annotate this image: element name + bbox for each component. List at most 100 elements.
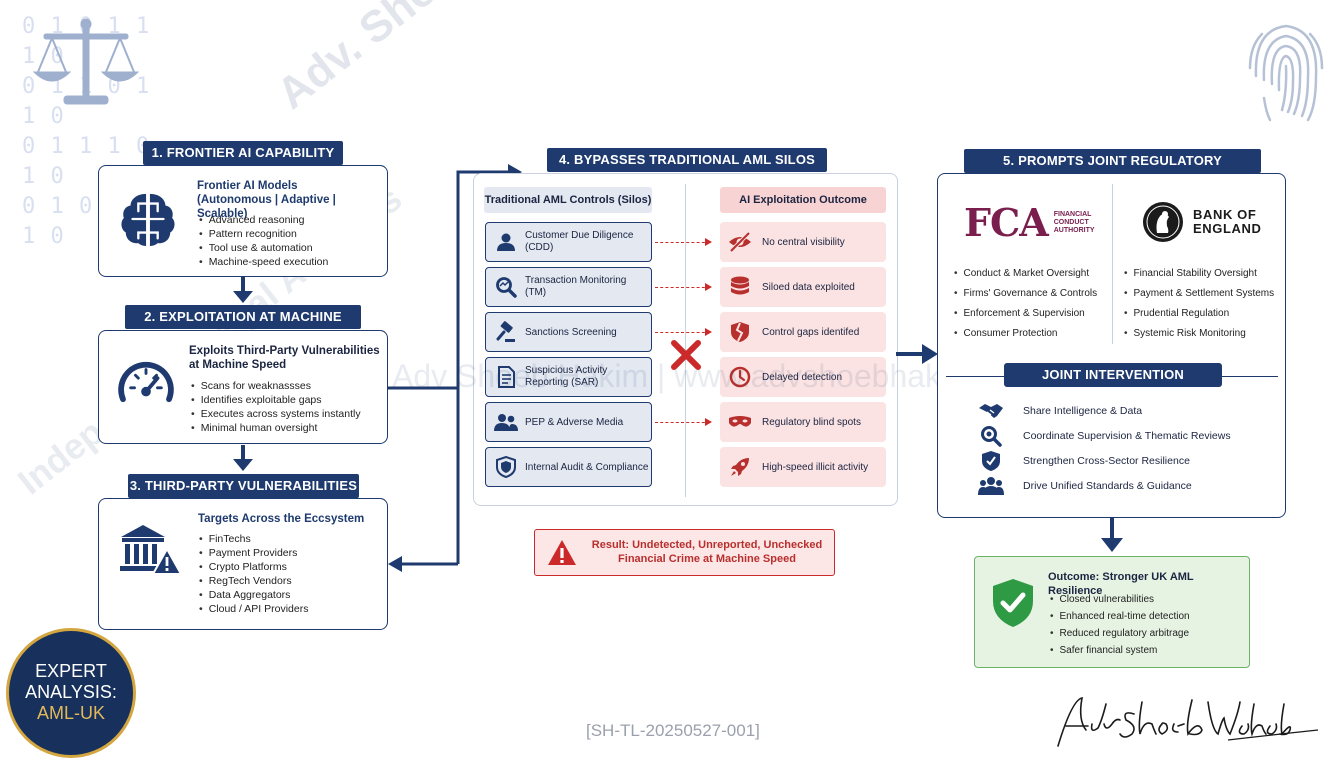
joint-item: Share Intelligence & Data: [978, 400, 1142, 422]
list-item: Machine-speed execution: [199, 255, 329, 269]
control-tm: Transaction Monitoring (TM): [485, 267, 652, 307]
boe-logo: BANK OF ENGLAND: [1142, 201, 1261, 243]
arrow-down: [233, 277, 253, 303]
expert-badge: EXPERT ANALYSIS: AML-UK: [6, 628, 136, 758]
outcome-item: High-speed illicit activity: [720, 447, 886, 487]
people-icon: [978, 476, 1004, 496]
list-item: Payment & Settlement Systems: [1124, 284, 1275, 304]
bank-warning-icon: [120, 525, 183, 575]
result-text: Result: Undetected, Unreported, Unchecke…: [591, 539, 823, 565]
boe-bullets: Financial Stability Oversight Payment & …: [1124, 264, 1275, 344]
mask-icon: [728, 410, 752, 434]
section5-header: 5. PROMPTS JOINT REGULATORY INTERVENTION: [964, 149, 1261, 192]
gavel-icon: [494, 320, 518, 344]
dashed-arrow: [655, 328, 712, 336]
control-label: PEP & Adverse Media: [525, 416, 624, 428]
list-item: Safer financial system: [1050, 642, 1190, 659]
list-item: Minimal human oversight: [191, 421, 361, 435]
warning-icon: [548, 540, 576, 565]
fca-logo-text: FCA: [964, 200, 1049, 245]
database-icon: [728, 275, 752, 299]
badge-line: EXPERT: [35, 661, 107, 681]
section1-box: Frontier AI Models (Autonomous | Adaptiv…: [98, 165, 388, 277]
scales-of-justice-icon: [32, 18, 140, 105]
section5-box: FCA FINANCIAL CONDUCT AUTHORITY Conduct …: [937, 173, 1286, 518]
section1-header: 1. FRONTIER AI CAPABILITY: [143, 141, 343, 165]
list-item: Data Aggregators: [199, 588, 308, 602]
outcome-label: Siloed data exploited: [762, 281, 855, 293]
outcome-label: Control gaps identifed: [762, 326, 860, 338]
list-item: Crypto Platforms: [199, 560, 308, 574]
list-item: Reduced regulatory arbitrage: [1050, 625, 1190, 642]
arrow-down: [1101, 518, 1123, 552]
list-item: Prudential Regulation: [1124, 304, 1274, 324]
signature: [1057, 696, 1319, 747]
list-item: Consumer Protection: [954, 324, 1097, 344]
control-label: Internal Audit & Compliance: [525, 461, 649, 473]
magnifier-icon: [494, 275, 518, 299]
section3-bullets: FinTechs Payment Providers Crypto Platfo…: [199, 532, 309, 616]
fca-bullets: Conduct & Market Oversight Firms' Govern…: [954, 264, 1098, 344]
outcome-item: Regulatory blind spots: [720, 402, 886, 442]
badge-line: ANALYSIS:: [25, 682, 117, 702]
outcome-label: Delayed detection: [762, 371, 843, 383]
list-item: Cloud / API Providers: [199, 602, 309, 616]
list-item: FinTechs: [199, 532, 308, 546]
list-item: RegTech Vendors: [199, 574, 308, 588]
outcome-label: High-speed illicit activity: [762, 461, 869, 473]
shield-icon: [494, 455, 518, 479]
outcome-item: No central visibility: [720, 222, 886, 262]
control-sanctions: Sanctions Screening: [485, 312, 652, 352]
outcome-label: Regulatory blind spots: [762, 416, 861, 428]
controls-heading: Traditional AML Controls (Silos): [484, 187, 652, 213]
handshake-icon: [978, 402, 1004, 420]
dashed-arrow: [655, 238, 712, 246]
clock-icon: [728, 365, 752, 389]
control-cdd: Customer Due Diligence (CDD): [485, 222, 652, 262]
joint-item: Drive Unified Standards & Guidance: [978, 475, 1192, 497]
speedometer-icon: [118, 361, 174, 403]
column-divider: [685, 184, 686, 497]
search-gear-icon: [978, 425, 1004, 447]
list-item: Systemic Risk Monitoring: [1124, 324, 1274, 344]
shield-check-icon: [993, 579, 1033, 627]
section1-bullets: Advanced reasoning Pattern recognition T…: [199, 213, 329, 269]
joint-item-label: Share Intelligence & Data: [1023, 405, 1143, 417]
section3-header: 3. THIRD-PARTY VULNERABILITIES: [128, 474, 359, 498]
control-label: Transaction Monitoring (TM): [525, 275, 627, 298]
joint-intervention-header: JOINT INTERVENTION: [1004, 363, 1222, 387]
boe-seal-icon: [1143, 202, 1183, 242]
list-item: Enforcement & Supervision: [954, 304, 1097, 324]
shield-check-icon: [978, 450, 1004, 472]
section3-title: Targets Across the Eccsystem: [198, 513, 365, 525]
section2-box: Exploits Third-Party Vulnerabilities at …: [98, 330, 388, 444]
control-audit: Internal Audit & Compliance: [485, 447, 652, 487]
regulator-divider: [1112, 184, 1113, 344]
section2-header: 2. EXPLOITATION AT MACHINE SPEED: [125, 305, 361, 348]
list-item: Pattern recognition: [199, 227, 328, 241]
list-item: Tool use & automation: [199, 241, 328, 255]
list-item: Scans for weaknassses: [191, 379, 361, 393]
outcome-box: Outcome: Stronger UK AML Resilience Clos…: [974, 556, 1250, 668]
control-sar: Suspicious Activity Reporting (SAR): [485, 357, 652, 397]
joint-item: Coordinate Supervision & Thematic Review…: [978, 425, 1231, 447]
eye-slash-icon: [728, 230, 752, 254]
outcome-label: No central visibility: [762, 236, 845, 248]
fingerprint-icon: [1248, 24, 1324, 122]
person-icon: [494, 230, 518, 254]
fca-logo-subtext: FINANCIAL CONDUCT AUTHORITY: [1053, 211, 1095, 234]
document-icon: [494, 365, 518, 389]
broken-shield-icon: [728, 320, 752, 344]
arrow-down: [233, 445, 253, 471]
dashed-arrow: [655, 418, 712, 426]
brain-icon: [121, 193, 175, 247]
result-box: Result: Undetected, Unreported, Unchecke…: [534, 529, 835, 576]
joint-item-label: Coordinate Supervision & Thematic Review…: [1023, 430, 1231, 442]
section2-bullets: Scans for weaknassses Identifies exploit…: [191, 379, 361, 435]
outcome-item: Siloed data exploited: [720, 267, 886, 307]
fca-logo: FCA FINANCIAL CONDUCT AUTHORITY: [964, 204, 1095, 242]
list-item: Enhanced real-time detection: [1050, 608, 1190, 625]
list-item: Identifies exploitable gaps: [191, 393, 361, 407]
joint-item: Strengthen Cross-Sector Resilience: [978, 450, 1190, 472]
binary-line: 0 1 1 1 0 1 0: [22, 134, 151, 189]
